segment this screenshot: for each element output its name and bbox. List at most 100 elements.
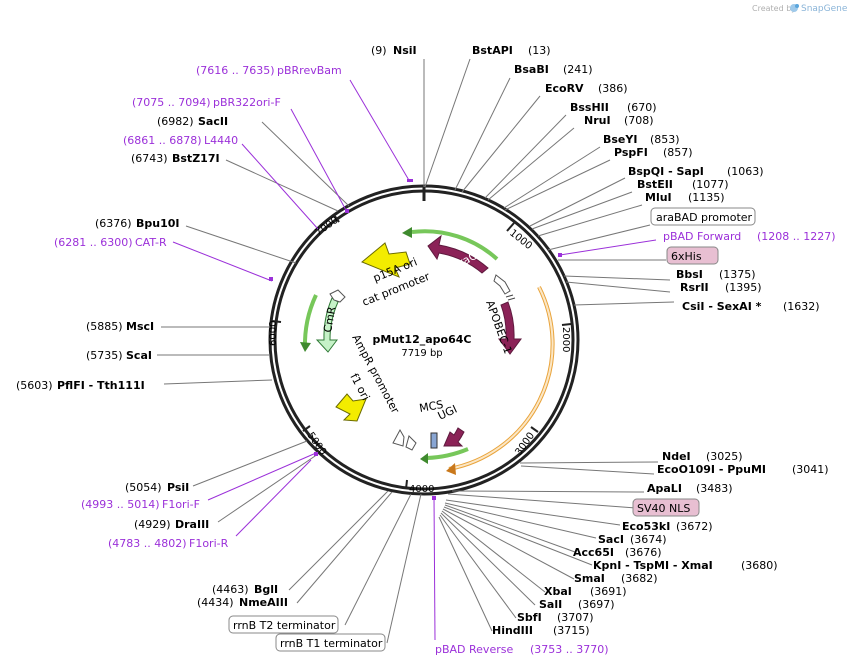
sacii-enzyme[interactable]: SacII	[198, 115, 228, 128]
pbad-forward-primer[interactable]: pBAD Forward	[663, 230, 741, 243]
nsii-enzyme[interactable]: NsiI	[393, 44, 417, 57]
nrui-position: (708)	[624, 114, 654, 127]
saci-position: (3674)	[630, 533, 667, 546]
f1-ori-feature[interactable]	[335, 393, 367, 422]
sacii-position: (6982)	[157, 115, 194, 128]
bspqi-sapi-enzyme[interactable]: BspQI - SapI	[628, 165, 704, 178]
acc65i-enzyme[interactable]: Acc65I	[573, 546, 614, 559]
hindiii-enzyme[interactable]: HindIII	[492, 624, 533, 637]
bsteii-enzyme[interactable]: BstEII	[637, 178, 673, 191]
xbai-enzyme[interactable]: XbaI	[544, 585, 572, 598]
cat-r-site	[269, 277, 273, 281]
msci-enzyme[interactable]: MscI	[126, 320, 154, 333]
nsii-position: (9)	[371, 44, 387, 57]
6xhis-label: 6xHis	[671, 250, 702, 263]
scai-position: (5735)	[86, 349, 123, 362]
bseyi-enzyme[interactable]: BseYI	[603, 133, 637, 146]
snapgene-brand-text: SnapGene	[801, 4, 848, 14]
ecoo109i-ppumi-enzyme[interactable]: EcoO109I - PpuMI	[657, 463, 766, 476]
pspfi-enzyme[interactable]: PspFI	[614, 146, 648, 159]
pbrrevbam-site	[407, 179, 413, 182]
f1ori-f-range: (4993 .. 5014)	[81, 498, 160, 511]
bottom-left-labels: rrnB T1 terminator rrnB T2 terminator (4…	[81, 481, 386, 652]
pspfi-position: (857)	[663, 146, 693, 159]
kpni-tspmi-xmai-enzyme[interactable]: KpnI - TspMI - XmaI	[593, 559, 713, 572]
bseyi-position: (853)	[650, 133, 680, 146]
bstz17i-enzyme[interactable]: BstZ17I	[172, 152, 220, 165]
eco53ki-position: (3672)	[676, 520, 713, 533]
bsshii-position: (670)	[627, 101, 657, 114]
apobec1-feature[interactable]	[498, 301, 522, 355]
ecorv-enzyme[interactable]: EcoRV	[545, 82, 584, 95]
tick-mark-6000	[271, 320, 282, 323]
marker-line-a	[505, 294, 514, 298]
bsabi-position: (241)	[563, 63, 593, 76]
nrui-enzyme[interactable]: NruI	[584, 114, 611, 127]
pflfi-tth111i-enzyme[interactable]: PflFI - Tth111I	[57, 379, 145, 392]
f1ori-f-primer[interactable]: F1ori-F	[162, 498, 200, 511]
bsabi-enzyme[interactable]: BsaBI	[514, 63, 549, 76]
cat-r-primer[interactable]: CAT-R	[135, 236, 167, 249]
pbrrevbam-primer[interactable]: pBRrevBam	[277, 64, 342, 77]
sali-enzyme[interactable]: SalI	[539, 598, 562, 611]
sv40-nls-box[interactable]	[632, 498, 700, 517]
sbfi-enzyme[interactable]: SbfI	[517, 611, 542, 624]
arac-feature[interactable]	[427, 234, 489, 274]
eco53ki-enzyme[interactable]: Eco53kI	[622, 520, 670, 533]
pbad-forward-site	[558, 253, 562, 257]
ndei-position: (3025)	[706, 450, 743, 463]
nmeaiii-enzyme[interactable]: NmeAIII	[239, 596, 288, 609]
kpni-tspmi-xmai-position: (3680)	[741, 559, 778, 572]
mlui-position: (1135)	[688, 191, 725, 204]
saci-enzyme[interactable]: SacI	[598, 533, 624, 546]
pbr322ori-f-primer[interactable]: pBR322ori-F	[213, 96, 281, 109]
apali-position: (3483)	[696, 482, 733, 495]
6xhis-box[interactable]	[666, 246, 719, 265]
bbsi-position: (1375)	[719, 268, 756, 281]
f1ori-r-primer[interactable]: F1ori-R	[189, 537, 229, 550]
ecoo109i-ppumi-position: (3041)	[792, 463, 829, 476]
apali-enzyme[interactable]: ApaLI	[647, 482, 682, 495]
rsrii-position: (1395)	[725, 281, 762, 294]
pbad-forward-range: (1208 .. 1227)	[757, 230, 836, 243]
cmr-feature[interactable]	[315, 297, 339, 353]
ugi-feature[interactable]	[443, 427, 465, 447]
hindiii-position: (3715)	[553, 624, 590, 637]
draiii-position: (4929)	[134, 518, 171, 531]
rrnb-t2-terminator-box[interactable]	[228, 615, 339, 634]
smai-enzyme[interactable]: SmaI	[574, 572, 605, 585]
bsshii-enzyme[interactable]: BssHII	[570, 101, 609, 114]
p15a-ori-feature[interactable]	[361, 242, 411, 278]
primer-sites	[269, 179, 562, 500]
orf-orange-arc-inner	[448, 286, 554, 470]
bpu10i-enzyme[interactable]: Bpu10I	[136, 217, 180, 230]
rrnb-t1-terminator-box[interactable]	[275, 633, 386, 652]
rsrii-enzyme[interactable]: RsrII	[680, 281, 709, 294]
csii-sexai-enzyme[interactable]: CsiI - SexAI *	[682, 300, 762, 313]
psii-enzyme[interactable]: PsiI	[167, 481, 189, 494]
ndei-enzyme[interactable]: NdeI	[662, 450, 691, 463]
arabad-promoter-label: araBAD promoter	[656, 211, 753, 224]
cat-promoter-arrow	[329, 289, 346, 303]
arabad-promoter-box[interactable]	[650, 207, 756, 226]
pbad-reverse-primer[interactable]: pBAD Reverse	[435, 643, 513, 656]
marker-line-b	[507, 297, 516, 301]
scai-enzyme[interactable]: ScaI	[126, 349, 152, 362]
l4440-primer[interactable]: L4440	[204, 134, 238, 147]
snapgene-watermark: Created by SnapGene	[752, 4, 848, 14]
mlui-enzyme[interactable]: MluI	[645, 191, 672, 204]
snapgene-logo-icon	[790, 4, 799, 12]
tick-label-4000: 4000	[409, 484, 434, 495]
bgli-enzyme[interactable]: BglI	[254, 583, 278, 596]
cmr-green-arc	[302, 294, 318, 349]
primer-leader-lines	[172, 79, 657, 641]
mcs-region[interactable]	[430, 432, 438, 449]
bbsi-enzyme[interactable]: BbsI	[676, 268, 703, 281]
bstz17i-position: (6743)	[131, 152, 168, 165]
bstapi-enzyme[interactable]: BstAPI	[472, 44, 513, 57]
nmeaiii-position: (4434)	[197, 596, 234, 609]
draiii-enzyme[interactable]: DraIII	[175, 518, 209, 531]
msci-position: (5885)	[86, 320, 123, 333]
tick-label-7000: 7000	[313, 215, 340, 239]
